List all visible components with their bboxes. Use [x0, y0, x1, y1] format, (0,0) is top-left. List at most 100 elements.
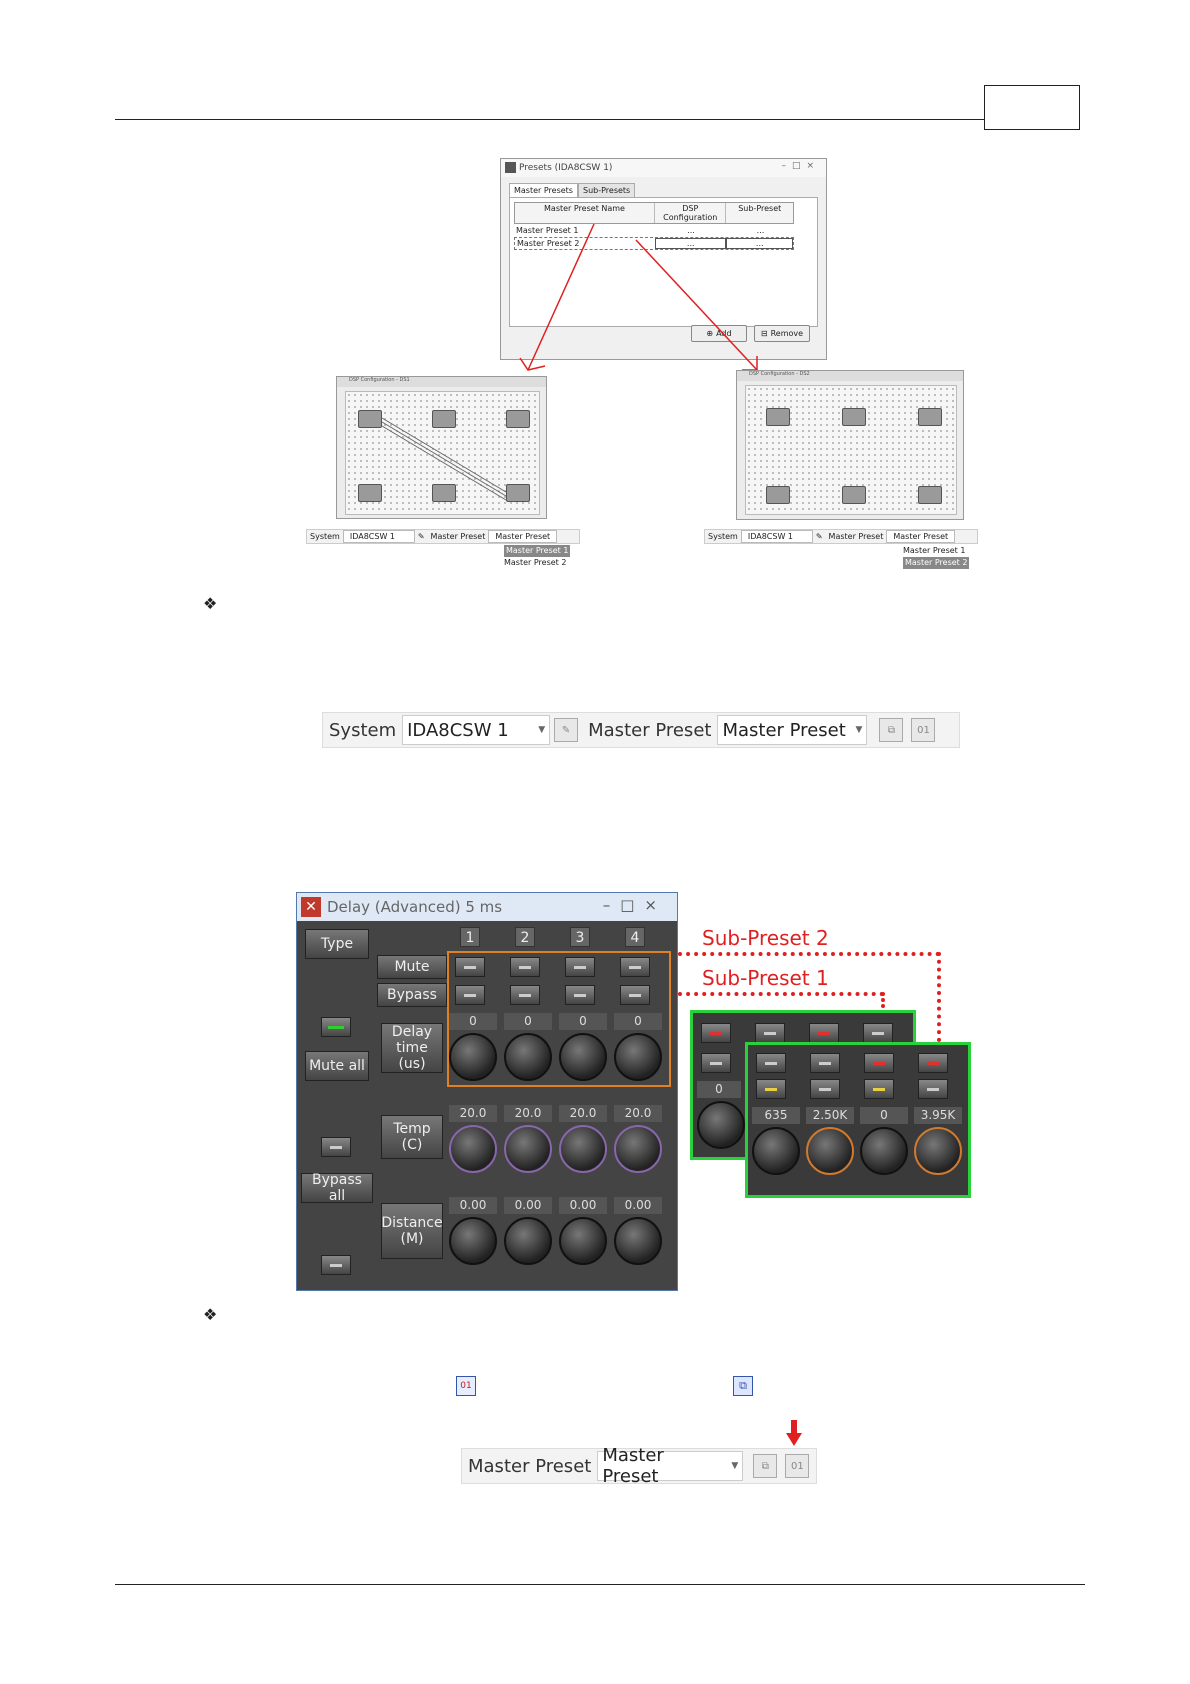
- dropdown-option[interactable]: Master Preset 1: [903, 546, 966, 555]
- temp-knob[interactable]: [449, 1125, 497, 1173]
- channel-number: 3: [570, 927, 590, 947]
- sub-preset-icon[interactable]: 01: [785, 1454, 810, 1478]
- knob[interactable]: [806, 1127, 854, 1175]
- remove-label: Remove: [770, 329, 804, 338]
- temp-knob[interactable]: [559, 1125, 607, 1173]
- master-preset-select[interactable]: Master Preset: [488, 530, 558, 543]
- mute-toggle[interactable]: [756, 1053, 786, 1073]
- system-select[interactable]: IDA8CSW 1: [342, 530, 415, 543]
- mute-all-button[interactable]: Mute all: [305, 1051, 369, 1081]
- temp-knob[interactable]: [614, 1125, 662, 1173]
- delay-knob[interactable]: [614, 1033, 662, 1081]
- distance-knob[interactable]: [449, 1217, 497, 1265]
- dsp-block[interactable]: [842, 486, 866, 504]
- add-button[interactable]: ⊕Add: [691, 325, 747, 342]
- mute-all-toggle[interactable]: [321, 1137, 351, 1157]
- dsp-block[interactable]: [918, 486, 942, 504]
- dropdown-option[interactable]: Master Preset 1: [504, 545, 571, 557]
- dsp-block[interactable]: [432, 484, 456, 502]
- dsp-block[interactable]: [918, 408, 942, 426]
- bypass-toggle[interactable]: [918, 1079, 948, 1099]
- col-master-preset-name[interactable]: Master Preset Name: [515, 203, 655, 223]
- distance-knob[interactable]: [504, 1217, 552, 1265]
- knob[interactable]: [752, 1127, 800, 1175]
- bypass-toggle[interactable]: [510, 985, 540, 1005]
- distance-knob[interactable]: [559, 1217, 607, 1265]
- temp-knob[interactable]: [504, 1125, 552, 1173]
- table-row[interactable]: Master Preset 1 ... ...: [514, 224, 817, 237]
- table-row[interactable]: Master Preset 2 ... ...: [514, 237, 794, 250]
- bypass-toggle[interactable]: [864, 1079, 894, 1099]
- remove-button[interactable]: ⊟Remove: [754, 325, 810, 342]
- delay-knob[interactable]: [449, 1033, 497, 1081]
- edit-icon[interactable]: ✎: [417, 532, 425, 541]
- mute-toggle[interactable]: [810, 1053, 840, 1073]
- master-preset-select[interactable]: Master Preset ▼: [717, 715, 868, 745]
- bypass-all-button[interactable]: Bypass all: [301, 1172, 373, 1204]
- mute-toggle[interactable]: [620, 957, 650, 977]
- delay-knob[interactable]: [697, 1101, 745, 1149]
- mute-toggle[interactable]: [565, 957, 595, 977]
- delay-knob[interactable]: [559, 1033, 607, 1081]
- dsp-block[interactable]: [432, 410, 456, 428]
- type-button[interactable]: Type: [305, 929, 369, 959]
- delay-value: 0: [449, 1013, 497, 1030]
- window-controls-icon[interactable]: –□×: [602, 896, 667, 914]
- row-dsp[interactable]: ...: [687, 226, 695, 235]
- tab-master-presets[interactable]: Master Presets: [509, 183, 578, 197]
- bypass-toggle[interactable]: [565, 985, 595, 1005]
- dropdown-option[interactable]: Master Preset 2: [504, 558, 567, 567]
- mute-toggle[interactable]: [701, 1023, 731, 1043]
- col-sub-preset[interactable]: Sub-Preset: [738, 204, 782, 213]
- dropdown-list-right: Master Preset 1 Master Preset 2: [903, 545, 970, 569]
- bypass-toggle[interactable]: [756, 1079, 786, 1099]
- dsp-block[interactable]: [506, 484, 530, 502]
- knob[interactable]: [914, 1127, 962, 1175]
- master-preset-label: Master Preset: [828, 532, 884, 541]
- system-select[interactable]: IDA8CSW 1 ▼: [402, 715, 551, 745]
- dsp-block[interactable]: [842, 408, 866, 426]
- dsp-block[interactable]: [358, 484, 382, 502]
- distance-knob[interactable]: [614, 1217, 662, 1265]
- row-sub[interactable]: ...: [726, 238, 793, 249]
- copy-icon[interactable]: ⧉: [879, 718, 904, 742]
- copy-icon[interactable]: ⧉: [753, 1454, 778, 1478]
- mute-toggle[interactable]: [864, 1053, 894, 1073]
- edit-icon[interactable]: ✎: [815, 532, 823, 541]
- dropdown-option[interactable]: Master Preset 2: [903, 557, 970, 569]
- mute-toggle[interactable]: [755, 1023, 785, 1043]
- delay-value: 0: [559, 1013, 607, 1030]
- dsp-block[interactable]: [506, 410, 530, 428]
- bypass-toggle[interactable]: [455, 985, 485, 1005]
- mute-toggle[interactable]: [918, 1053, 948, 1073]
- row-sub[interactable]: ...: [756, 226, 765, 235]
- sub-preset-1-leader: [678, 992, 884, 996]
- sub-preset-icon[interactable]: 01: [911, 718, 936, 742]
- mute-toggle[interactable]: [863, 1023, 893, 1043]
- delay-knob[interactable]: [504, 1033, 552, 1081]
- bypass-toggle[interactable]: [620, 985, 650, 1005]
- master-preset-select[interactable]: Master Preset: [886, 530, 956, 543]
- mute-toggle[interactable]: [455, 957, 485, 977]
- dsp-block[interactable]: [766, 486, 790, 504]
- tab-sub-presets[interactable]: Sub-Presets: [577, 183, 636, 197]
- row-dsp[interactable]: ...: [654, 238, 727, 249]
- col-dsp-configuration[interactable]: DSP Configuration: [655, 203, 727, 223]
- dsp-block[interactable]: [358, 410, 382, 428]
- edit-icon[interactable]: ✎: [554, 718, 579, 742]
- dsp-canvas-right[interactable]: [745, 385, 957, 515]
- window-controls-icon[interactable]: –□×: [781, 161, 820, 171]
- type-indicator[interactable]: [321, 1017, 351, 1037]
- mute-toggle[interactable]: [809, 1023, 839, 1043]
- master-preset-value: Master Preset: [893, 532, 949, 541]
- page-number-box: [984, 85, 1080, 130]
- mute-toggle[interactable]: [510, 957, 540, 977]
- dsp-canvas-left[interactable]: [345, 391, 540, 515]
- bypass-all-toggle[interactable]: [321, 1255, 351, 1275]
- dsp-block[interactable]: [766, 408, 790, 426]
- bypass-toggle[interactable]: [810, 1079, 840, 1099]
- master-preset-select[interactable]: Master Preset ▼: [597, 1445, 744, 1487]
- bypass-toggle[interactable]: [701, 1053, 731, 1073]
- knob[interactable]: [860, 1127, 908, 1175]
- system-select[interactable]: IDA8CSW 1: [740, 530, 813, 543]
